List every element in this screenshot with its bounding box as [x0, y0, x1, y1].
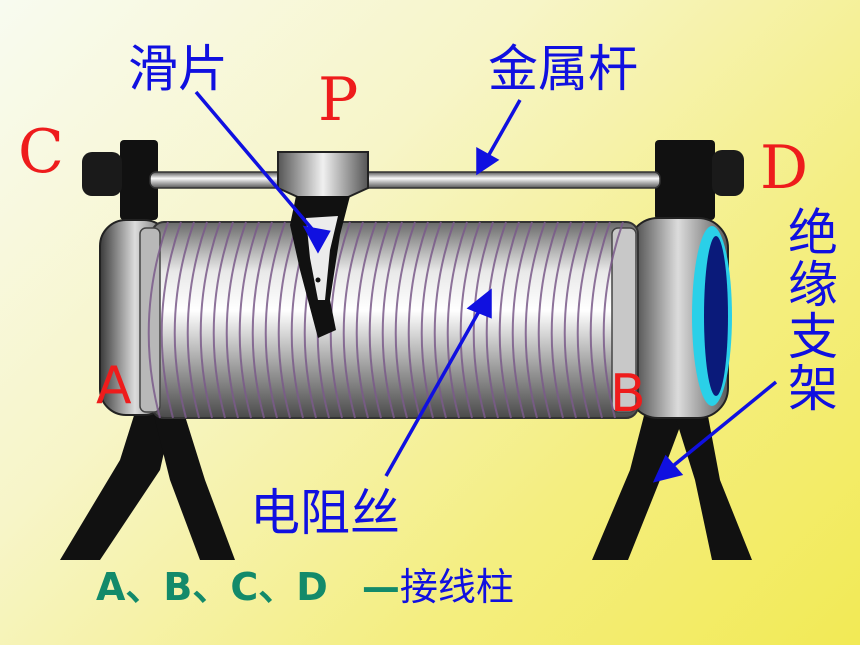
coil-winding — [394, 221, 416, 419]
label-terminal-d: D — [760, 133, 809, 203]
metal-rod-bar — [149, 171, 661, 189]
coil-winding — [407, 221, 429, 419]
label-p: P — [318, 65, 359, 135]
coil-winding — [277, 221, 299, 419]
caption-name: 接线柱 — [399, 565, 514, 609]
coil-winding — [381, 221, 403, 419]
coil-winding — [576, 221, 598, 419]
coil-winding — [173, 221, 195, 419]
coil-winding — [212, 221, 234, 419]
left-support-legs — [60, 390, 235, 560]
coil-winding — [498, 221, 520, 419]
coil-winding — [485, 221, 507, 419]
coil-winding — [147, 221, 169, 419]
coil-winding — [459, 221, 481, 419]
label-metal-rod: 金属杆 — [488, 40, 638, 98]
coil-winding — [186, 221, 208, 419]
coil-winding — [589, 221, 611, 419]
slider-contact — [277, 151, 369, 338]
coil-winding — [368, 221, 390, 419]
coil-winding — [602, 221, 624, 419]
caption-dash: — — [361, 565, 400, 609]
label-resistance-wire: 电阻丝 — [250, 484, 400, 542]
coil-winding — [238, 221, 260, 419]
coil-winding — [524, 221, 546, 419]
label-slider: 滑片 — [128, 40, 228, 98]
coil-winding — [446, 221, 468, 419]
coil-winding — [225, 221, 247, 419]
coil-winding — [563, 221, 585, 419]
coil-winding — [199, 221, 221, 419]
coil-winding — [433, 221, 455, 419]
coil-winding — [342, 221, 364, 419]
coil-winding — [160, 221, 182, 419]
coil-winding — [537, 221, 559, 419]
coil-winding — [355, 221, 377, 419]
label-terminal-b: B — [610, 364, 646, 424]
right-support-legs — [592, 400, 752, 560]
pointer-arrows — [194, 90, 778, 483]
coil-winding — [511, 221, 533, 419]
caption-terminals: A、B、C、D — [96, 565, 328, 609]
terminal-caption: A、B、C、D —接线柱 — [96, 568, 514, 606]
label-insulating-support: 绝缘支架 — [780, 206, 838, 414]
coil-winding — [264, 221, 286, 419]
coil-winding — [251, 221, 273, 419]
label-terminal-a: A — [96, 356, 132, 416]
coil-winding — [420, 221, 442, 419]
coil-winding — [550, 221, 572, 419]
label-terminal-c: C — [18, 117, 64, 187]
